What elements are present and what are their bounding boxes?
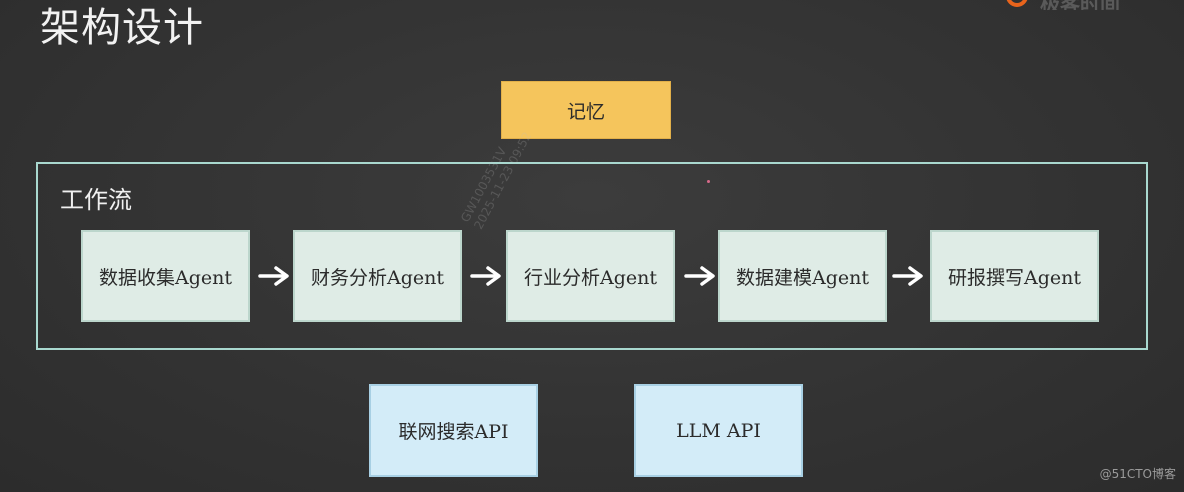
arrow-right-icon: [892, 266, 923, 286]
footer-credit: @51CTO博客: [1099, 467, 1176, 481]
agent-financial-analysis: 财务分析Agent: [293, 230, 462, 322]
brand-logo: 极客时间: [1006, 0, 1184, 10]
geektime-logo-icon: [1006, 0, 1028, 7]
workflow-label: 工作流: [60, 186, 132, 214]
arrow-right-icon: [470, 266, 501, 286]
workflow-frame: [36, 162, 1148, 350]
agent-data-modeling: 数据建模Agent: [718, 230, 887, 322]
agent-industry-analysis: 行业分析Agent: [506, 230, 675, 322]
agent-report-writing: 研报撰写Agent: [930, 230, 1099, 322]
api-llm: LLM API: [634, 384, 803, 477]
memory-box: 记忆: [501, 81, 671, 139]
logo-text: 极客时间: [1040, 0, 1120, 10]
page-title: 架构设计: [40, 5, 204, 51]
api-web-search: 联网搜索API: [369, 384, 538, 477]
cursor-dot: [707, 180, 710, 183]
arrow-right-icon: [684, 266, 715, 286]
arrow-right-icon: [258, 266, 289, 286]
agent-data-collection: 数据收集Agent: [81, 230, 250, 322]
